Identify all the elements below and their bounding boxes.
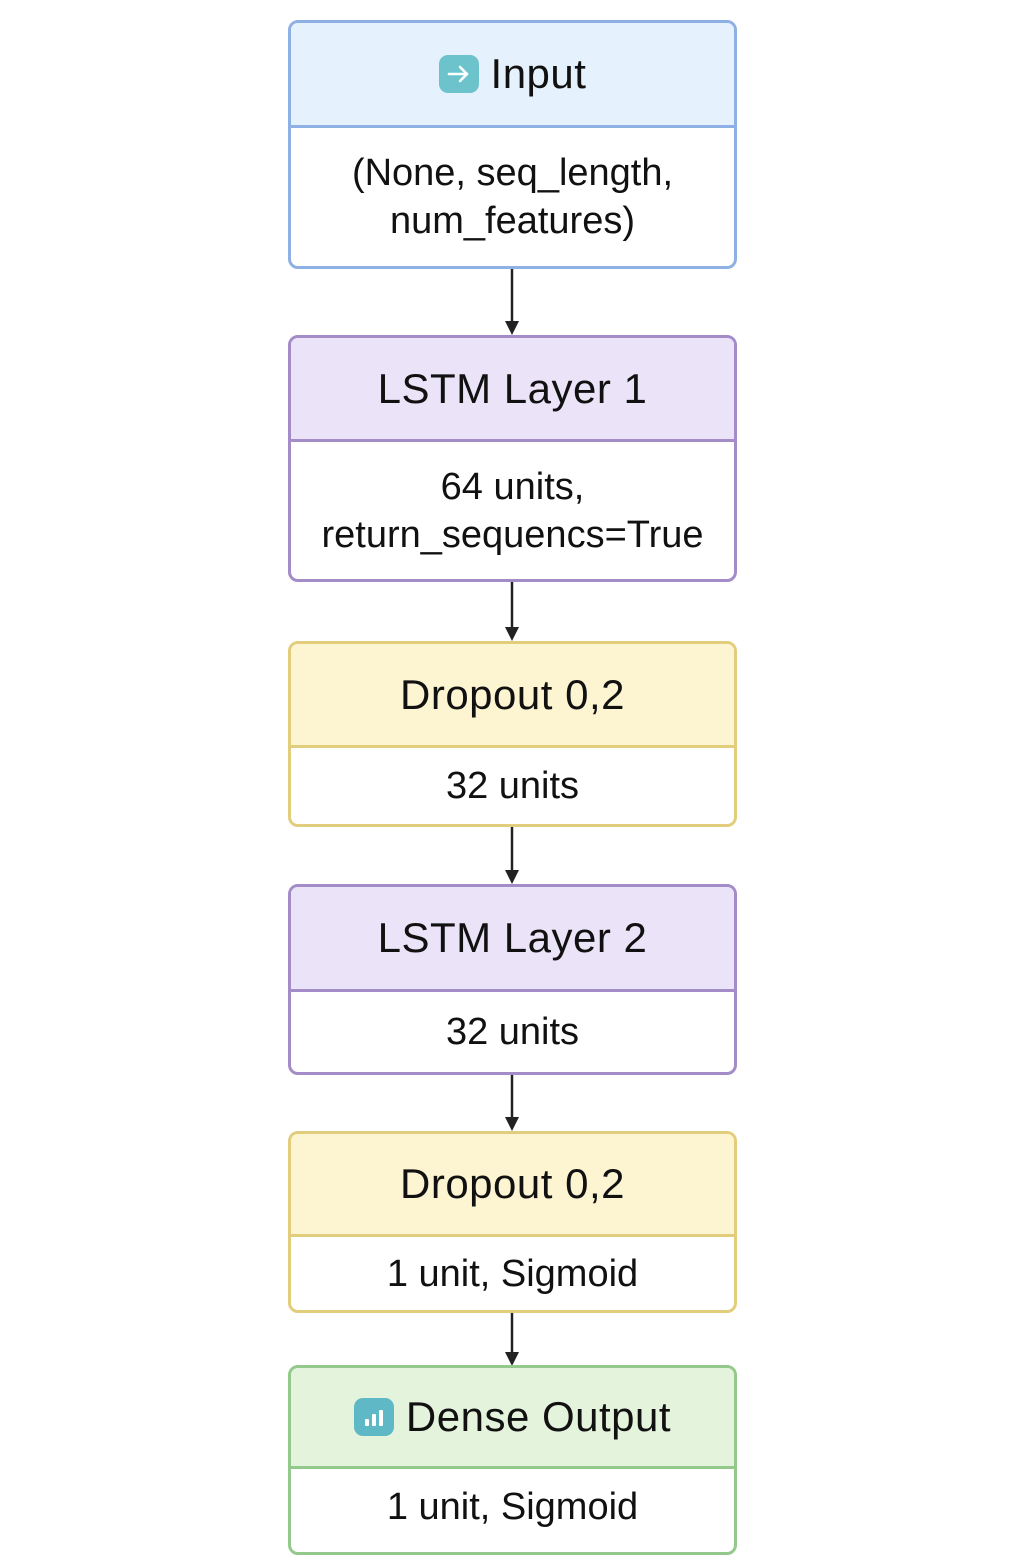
dropout-layer-1-detail: 32 units xyxy=(445,765,580,807)
input-layer-node: Input (None, seq_length, num_features) xyxy=(288,20,737,269)
lstm-layer-1-detail: 64 units, return_sequencs=True xyxy=(321,465,704,556)
input-layer-title: Input xyxy=(490,50,587,97)
dense-output-header: Dense Output xyxy=(291,1368,734,1469)
input-layer-header: Input xyxy=(291,23,734,128)
lstm-layer-2-node: LSTM Layer 2 32 units xyxy=(288,884,737,1075)
dense-output-title: Dense Output xyxy=(405,1393,672,1440)
input-layer-detail: (None, seq_length, num_features) xyxy=(351,152,674,242)
dense-output-node: Dense Output 1 unit, Sigmoid xyxy=(288,1365,737,1555)
dropout-layer-2-node: Dropout 0,2 1 unit, Sigmoid xyxy=(288,1131,737,1313)
lstm-layer-2-header: LSTM Layer 2 xyxy=(291,887,734,992)
lstm-layer-2-detail: 32 units xyxy=(445,1011,580,1053)
dropout-layer-2-title: Dropout 0,2 xyxy=(400,1160,625,1207)
dropout-layer-2-header: Dropout 0,2 xyxy=(291,1134,734,1237)
arrow-dropout1-to-lstm2 xyxy=(505,827,519,884)
lstm-layer-1-node: LSTM Layer 1 64 units, return_sequencs=T… xyxy=(288,335,737,582)
dense-output-detail: 1 unit, Sigmoid xyxy=(386,1486,639,1528)
arrow-lstm1-to-dropout1 xyxy=(505,582,519,641)
bar-chart-icon xyxy=(353,1398,394,1436)
lstm-layer-1-header: LSTM Layer 1 xyxy=(291,338,734,442)
dropout-layer-1-header: Dropout 0,2 xyxy=(291,644,734,748)
dropout-layer-1-node: Dropout 0,2 32 units xyxy=(288,641,737,827)
arrow-input-to-lstm1 xyxy=(505,269,519,335)
lstm-layer-2-title: LSTM Layer 2 xyxy=(377,914,648,961)
input-arrow-icon xyxy=(438,55,479,93)
arrow-lstm2-to-dropout2 xyxy=(505,1075,519,1131)
arrow-dropout2-to-dense xyxy=(505,1313,519,1366)
lstm-layer-1-title: LSTM Layer 1 xyxy=(377,364,648,412)
dropout-layer-1-title: Dropout 0,2 xyxy=(400,670,625,718)
dropout-layer-2-detail: 1 unit, Sigmoid xyxy=(386,1252,639,1295)
